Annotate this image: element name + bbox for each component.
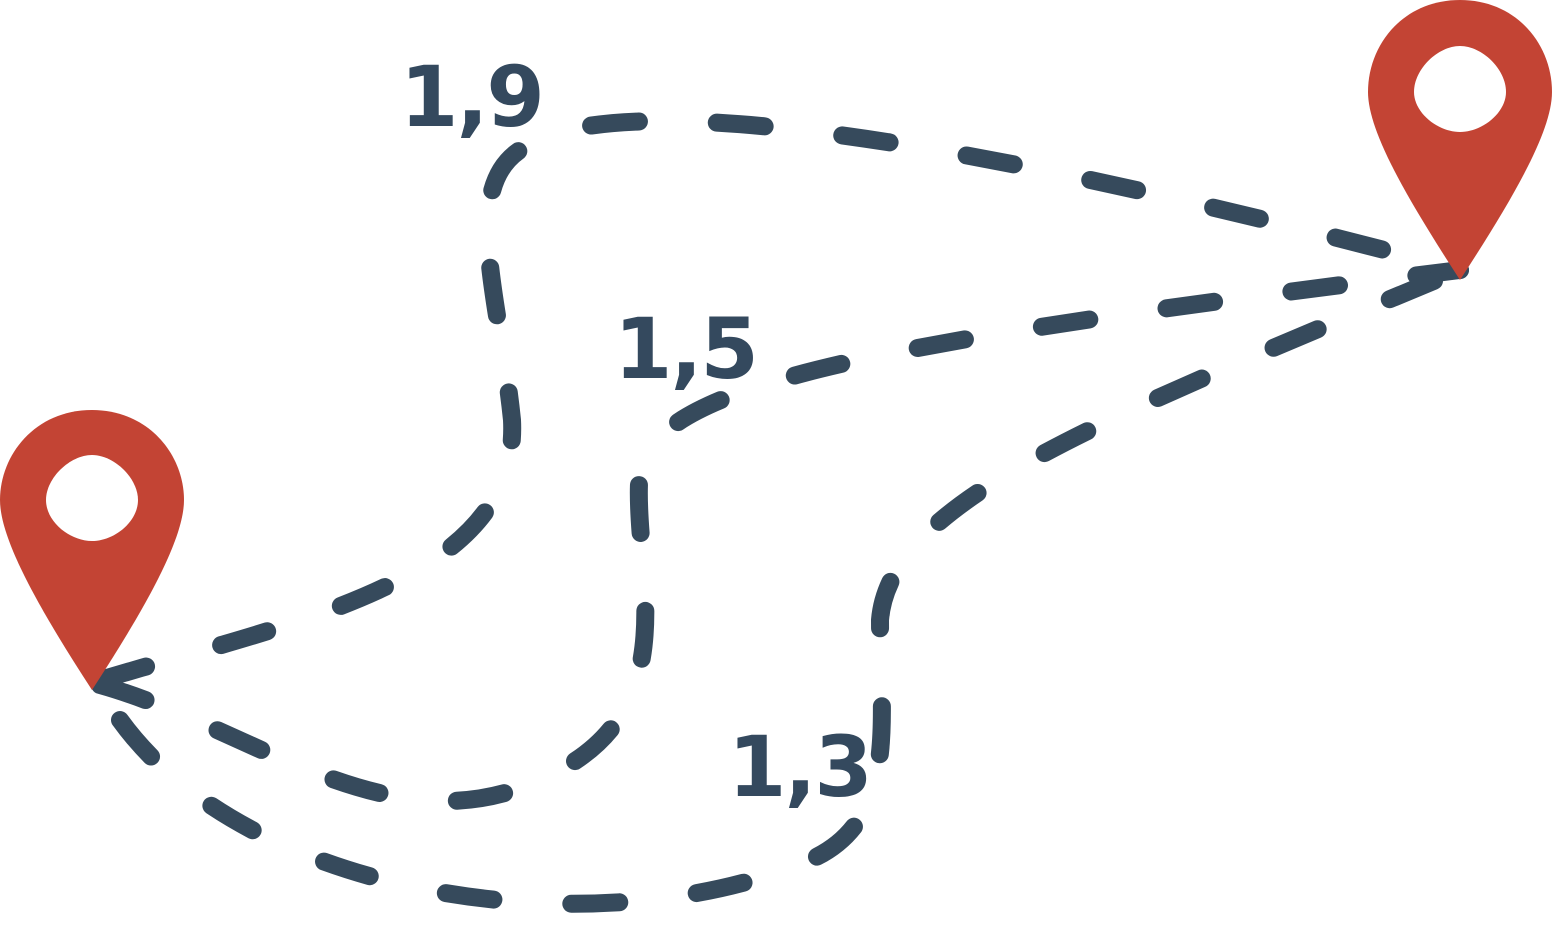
pin-hole [46, 455, 138, 541]
route-top-label: 1,9 [400, 48, 543, 146]
route-labels: 1,9 1,5 1,3 [400, 48, 873, 816]
location-pin-icon [1368, 0, 1552, 280]
route-top-path [91, 112, 1469, 689]
pin-hole [1414, 46, 1506, 132]
location-pin-icon [0, 410, 184, 690]
route-middle-path [91, 261, 1469, 811]
start-location-pin [0, 410, 184, 690]
route-bottom-path [111, 261, 1469, 913]
end-location-pin [1368, 0, 1552, 280]
route-paths [91, 112, 1469, 913]
route-bottom-label: 1,3 [728, 718, 871, 816]
route-middle-label: 1,5 [614, 300, 757, 398]
